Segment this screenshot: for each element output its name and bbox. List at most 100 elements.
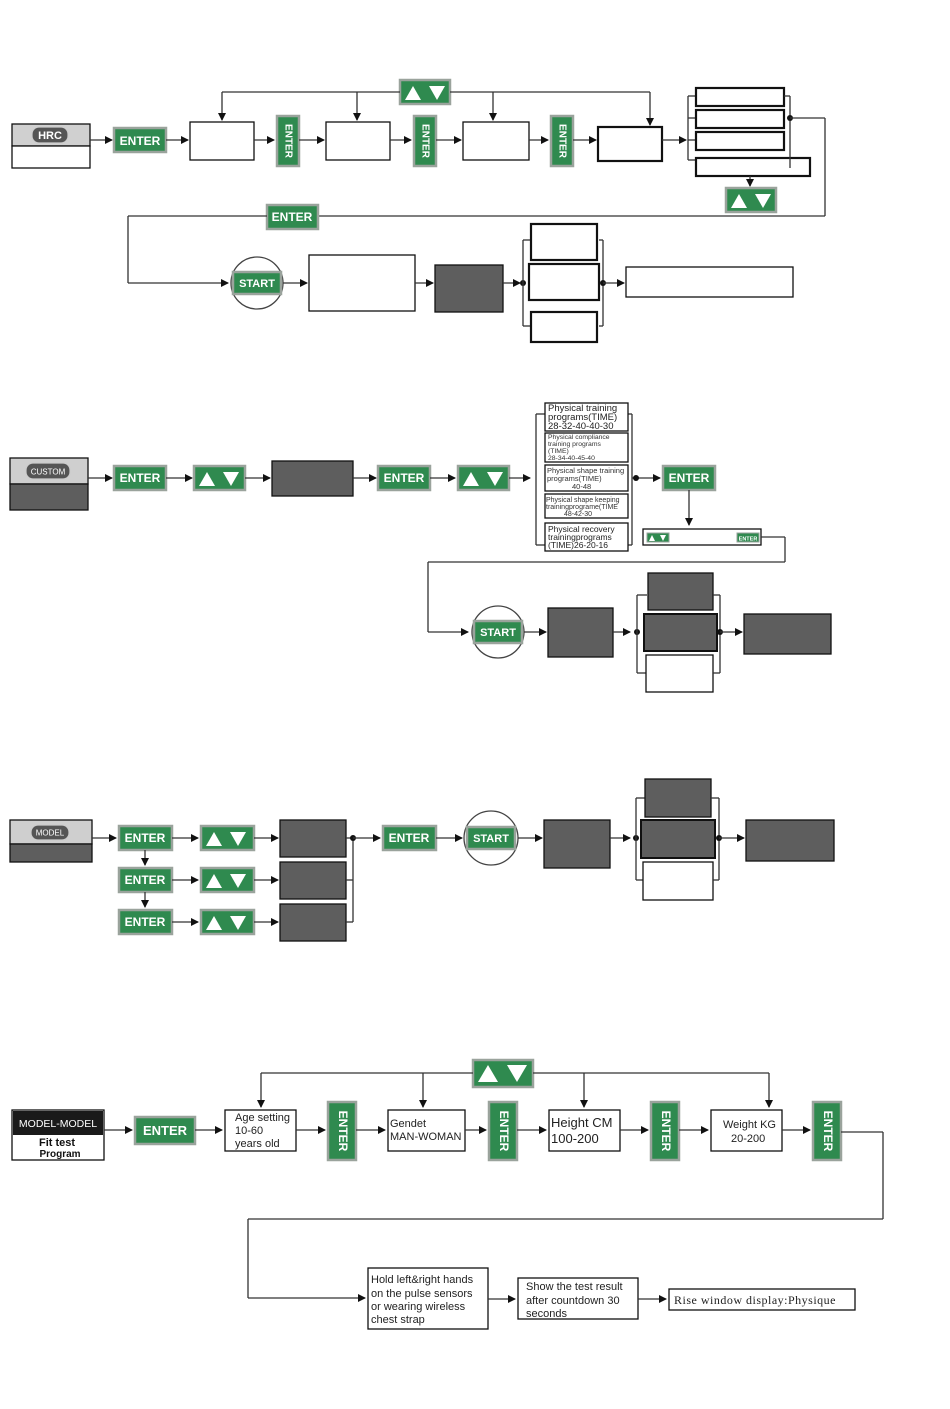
down-arrow-icon[interactable] — [230, 874, 246, 888]
custom-program-4[interactable]: Physical shape keeping trainingprograme(… — [544, 493, 629, 519]
hrc-program-box-2 — [694, 108, 786, 130]
custom-stage-box-3 — [645, 654, 714, 693]
hrc-program-box-4 — [694, 156, 812, 178]
down-arrow-icon[interactable] — [507, 1065, 527, 1082]
custom-select-box — [271, 460, 354, 497]
up-down-buttons[interactable] — [471, 1058, 535, 1089]
enter-button[interactable]: ENTER — [381, 824, 438, 852]
enter-button-label: ENTER — [659, 1111, 673, 1152]
model-key-label: MODEL — [36, 829, 65, 838]
hold-line-4: chest strap — [371, 1314, 425, 1326]
hrc-key-label: HRC — [38, 130, 62, 142]
up-arrow-icon[interactable] — [649, 535, 655, 541]
enter-button[interactable]: ENTER — [661, 464, 717, 492]
hrc-key[interactable]: HRC — [11, 123, 91, 147]
up-arrow-icon[interactable] — [199, 472, 215, 486]
enter-button[interactable]: ENTER — [117, 908, 174, 936]
hrc-result-box — [625, 266, 794, 298]
enter-button-vertical[interactable]: ENTER — [412, 114, 438, 168]
enter-button-label: ENTER — [125, 873, 166, 887]
down-arrow-icon[interactable] — [429, 86, 445, 100]
hrc-setting-box-4 — [596, 125, 664, 163]
up-down-buttons[interactable] — [199, 866, 256, 894]
age-setting-box: Age setting 10-60 years old — [224, 1109, 297, 1152]
up-down-buttons[interactable] — [456, 464, 511, 492]
enter-button[interactable]: ENTER — [112, 126, 168, 154]
enter-button[interactable]: ENTER — [112, 464, 168, 492]
start-button[interactable]: START — [230, 256, 284, 310]
program-4-line-2: trainingprograme(TIME — [546, 504, 618, 511]
enter-button-vertical[interactable]: ENTER — [487, 1100, 519, 1162]
custom-program-1[interactable]: Physical training programs(TIME) 28-32-4… — [544, 402, 629, 432]
custom-display-box — [9, 483, 89, 511]
down-arrow-icon[interactable] — [230, 832, 246, 846]
enter-button-vertical[interactable]: ENTER — [326, 1100, 358, 1162]
enter-button-label: ENTER — [125, 915, 166, 929]
up-arrow-icon[interactable] — [206, 832, 222, 846]
down-arrow-icon[interactable] — [660, 535, 666, 541]
svg-text:Physical shape training: Physical shape training programs(TIME) 4… — [547, 466, 626, 491]
enter-button[interactable]: ENTER — [117, 824, 174, 852]
up-down-buttons[interactable] — [199, 824, 256, 852]
up-arrow-icon[interactable] — [405, 86, 421, 100]
enter-button-label: ENTER — [419, 124, 430, 159]
start-button[interactable]: START — [471, 605, 525, 659]
custom-key-label: CUSTOM — [31, 468, 66, 477]
model-stage-box-3 — [642, 861, 714, 901]
model-key[interactable]: MODEL — [9, 819, 93, 845]
custom-program-3[interactable]: Physical shape training programs(TIME) 4… — [544, 464, 629, 492]
program-2-line-1: Physical compliance — [548, 434, 610, 441]
enter-button-vertical[interactable]: ENTER — [549, 114, 575, 168]
enter-button-label: ENTER — [384, 471, 425, 485]
up-down-buttons[interactable] — [398, 78, 452, 106]
down-arrow-icon[interactable] — [487, 472, 503, 486]
fit-test-program-line-3: Program — [39, 1149, 80, 1160]
enter-button[interactable]: ENTER — [376, 464, 432, 492]
fit-test-program-key[interactable]: MODEL-MODEL Fit test Program — [11, 1109, 105, 1161]
enter-button-label: ENTER — [272, 210, 313, 224]
model-stage-box-2 — [640, 819, 716, 859]
enter-button[interactable]: ENTER — [265, 203, 320, 231]
enter-button-label: ENTER — [497, 1111, 511, 1152]
up-down-buttons[interactable] — [192, 464, 247, 492]
custom-key[interactable]: CUSTOM — [9, 457, 89, 485]
rise-window-text: Rise window display:Physique — [674, 1293, 836, 1307]
fit-test-section: MODEL-MODEL Fit test Program ENTER Age s… — [11, 1058, 884, 1330]
custom-run-dark-box — [547, 607, 614, 658]
age-line-1: Age setting — [235, 1112, 290, 1124]
custom-program-2[interactable]: Physical compliance training programs (T… — [544, 432, 629, 463]
hrc-stage-box-3 — [529, 310, 599, 344]
weight-box: Weight KG 20-200 — [710, 1109, 783, 1152]
enter-button[interactable]: ENTER — [736, 532, 760, 543]
model-result-box — [745, 819, 835, 862]
up-down-buttons[interactable] — [724, 186, 778, 214]
enter-button[interactable]: ENTER — [133, 1115, 197, 1146]
enter-button-vertical[interactable]: ENTER — [649, 1100, 681, 1162]
result-line-1: Show the test result — [526, 1281, 623, 1293]
model-box-1 — [279, 819, 347, 858]
down-arrow-icon[interactable] — [230, 916, 246, 930]
up-down-buttons[interactable] — [646, 532, 670, 543]
enter-button-vertical[interactable]: ENTER — [811, 1100, 843, 1162]
start-button[interactable]: START — [463, 810, 519, 866]
down-arrow-icon[interactable] — [223, 472, 239, 486]
program-2-line-2: training programs — [548, 441, 601, 448]
program-5-line-3: (TIME)26-20-16 — [548, 540, 608, 550]
enter-button[interactable]: ENTER — [117, 866, 174, 894]
hrc-stage-box-1 — [529, 222, 599, 262]
enter-button-label: ENTER — [282, 124, 293, 159]
up-arrow-icon[interactable] — [731, 194, 747, 208]
fit-test-program-line-2: Fit test — [39, 1137, 75, 1149]
up-down-buttons[interactable] — [199, 908, 256, 936]
up-arrow-icon[interactable] — [206, 916, 222, 930]
hold-line-3: or wearing wireless — [371, 1301, 466, 1313]
up-arrow-icon[interactable] — [463, 472, 479, 486]
enter-button-label: ENTER — [389, 831, 430, 845]
enter-button-label: ENTER — [336, 1111, 350, 1152]
program-1-line-1: Physical training — [548, 403, 617, 414]
up-arrow-icon[interactable] — [206, 874, 222, 888]
up-arrow-icon[interactable] — [478, 1065, 498, 1082]
custom-program-5[interactable]: Physical recovery trainingprograms (TIME… — [544, 522, 629, 552]
down-arrow-icon[interactable] — [755, 194, 771, 208]
enter-button-vertical[interactable]: ENTER — [275, 114, 301, 168]
